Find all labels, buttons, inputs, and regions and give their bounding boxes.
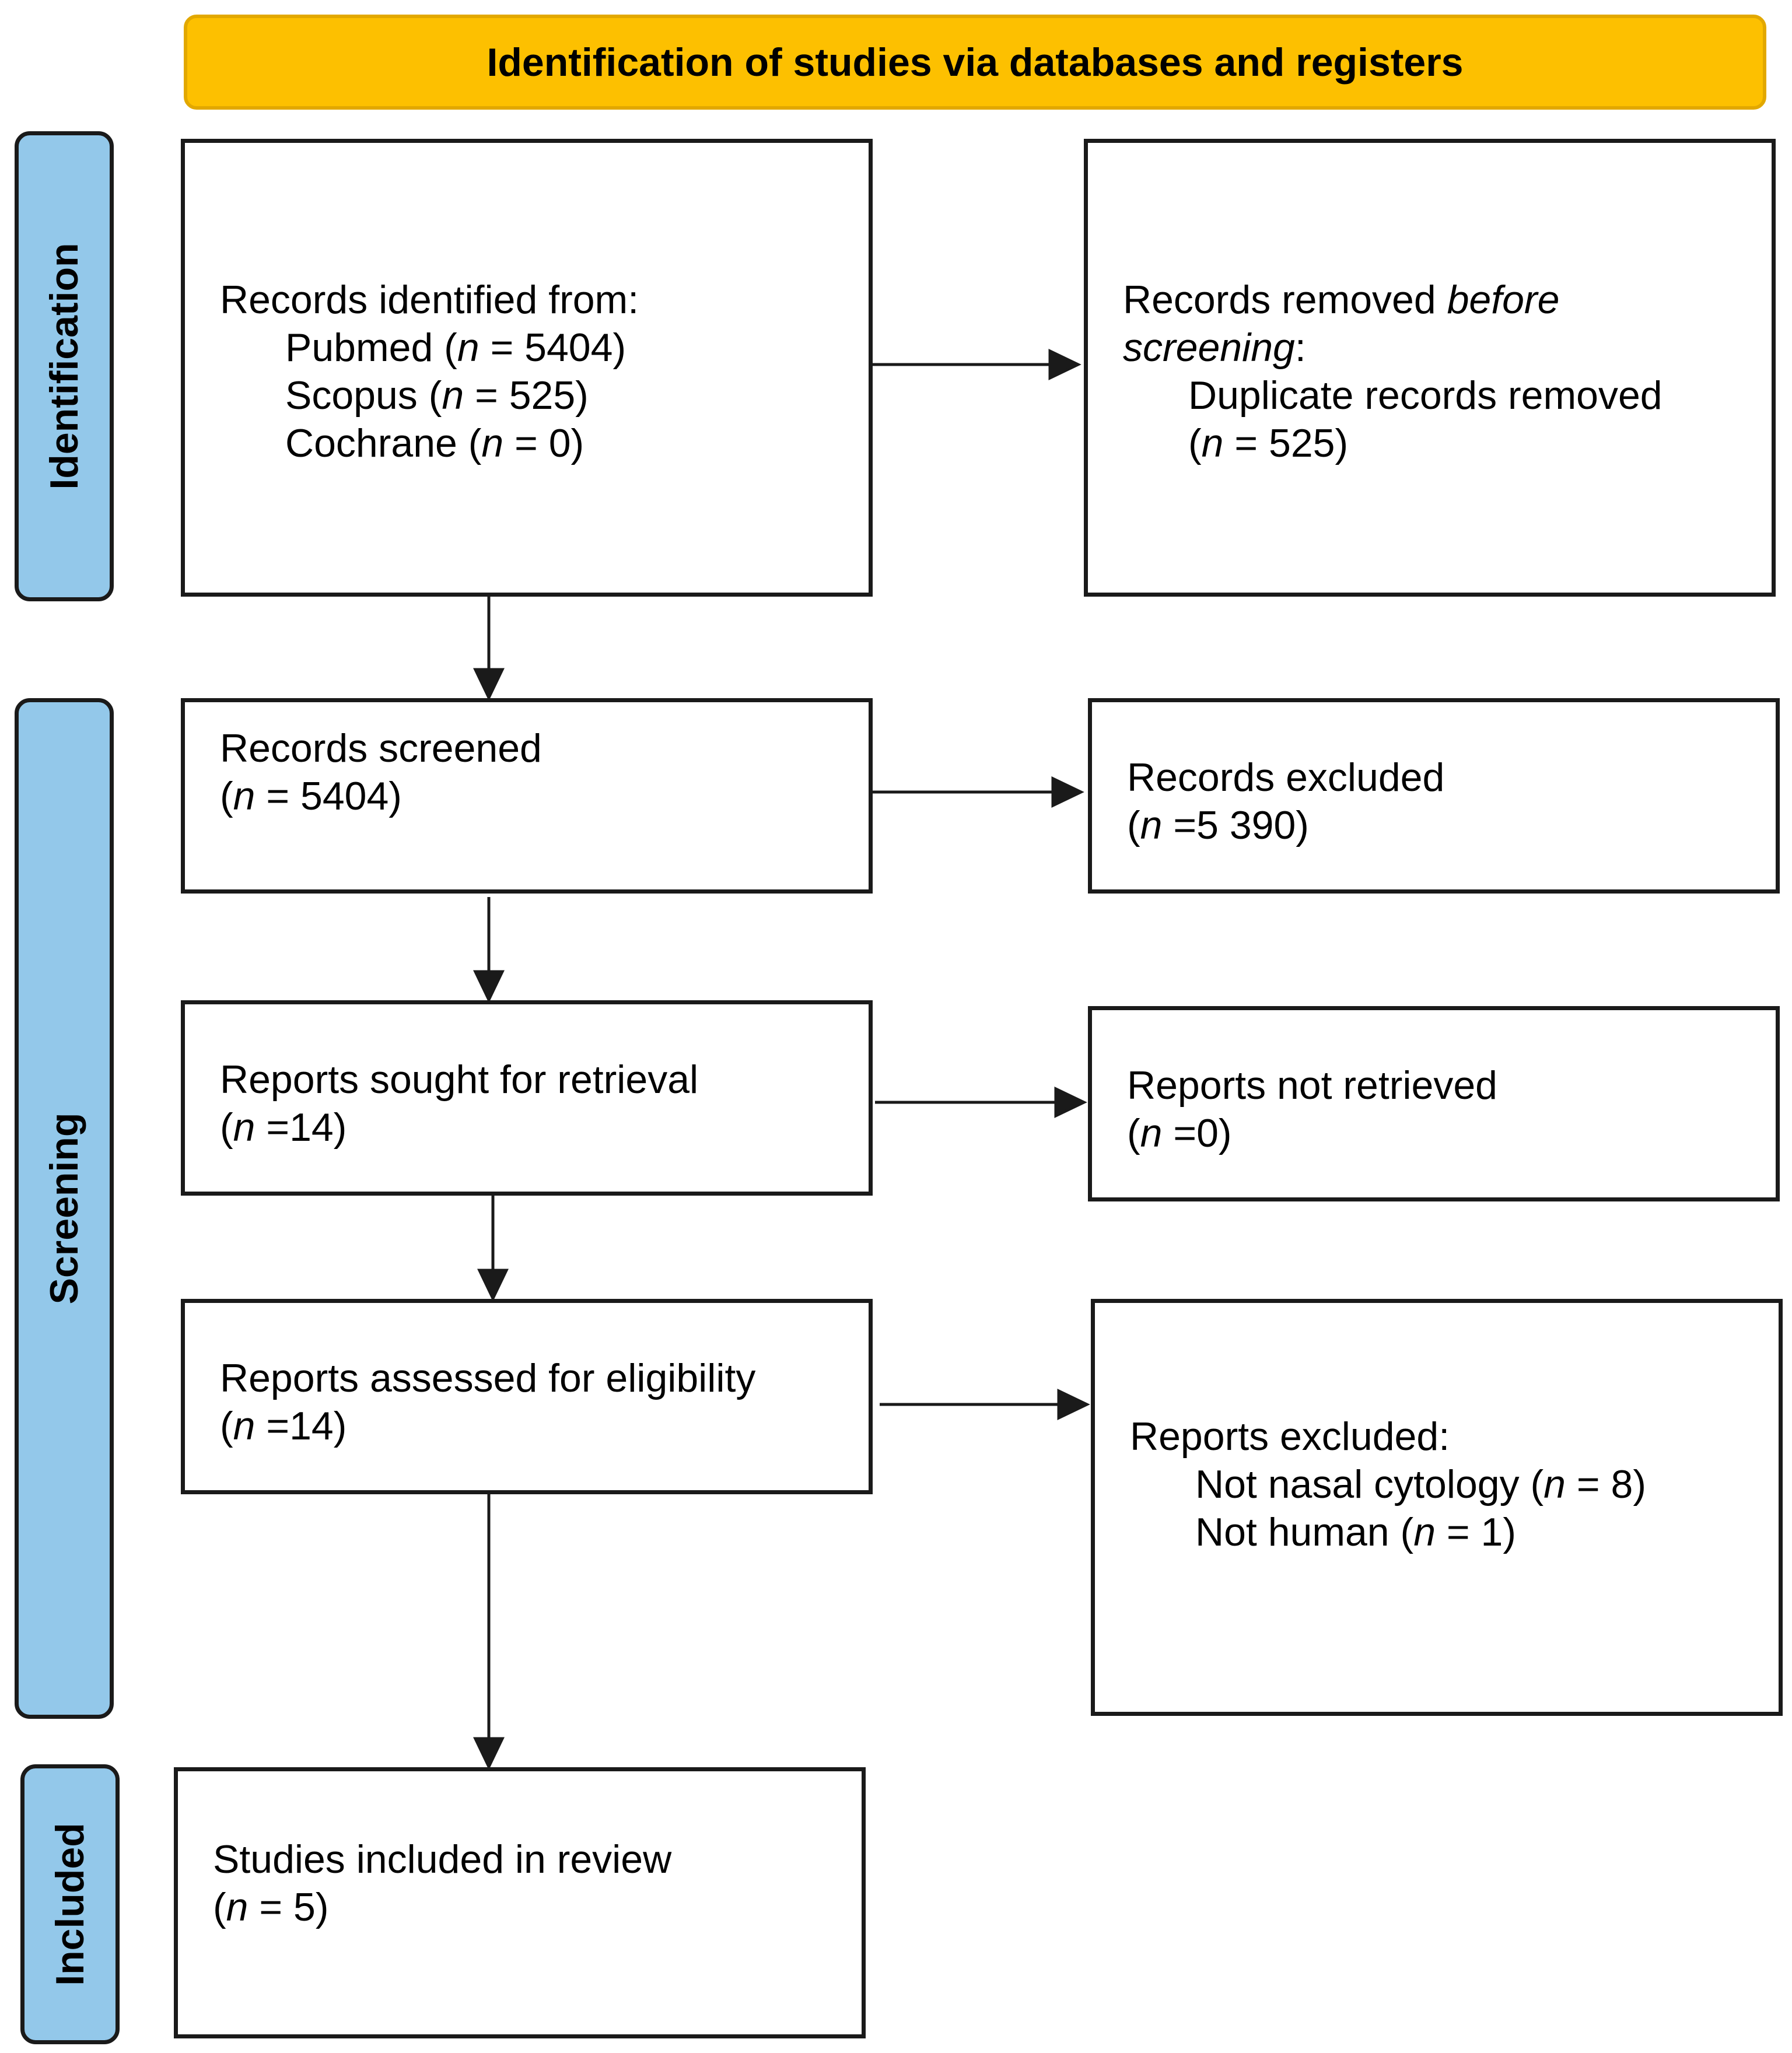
- records-screened-box: Records screened (n = 5404): [181, 698, 873, 894]
- source-scopus: Scopus (n = 525): [285, 373, 589, 418]
- reports-not-retrieved-box: Reports not retrieved (n =0): [1088, 1006, 1780, 1201]
- reports-excluded-heading: Reports excluded:: [1130, 1414, 1450, 1459]
- arrowhead-screened-to-sought: [473, 970, 505, 1003]
- reports-sought-box: Reports sought for retrieval (n =14): [181, 1000, 873, 1196]
- records-removed-line2: screening:: [1123, 325, 1306, 370]
- records-excluded-count: (n =5 390): [1127, 803, 1309, 847]
- records-removed-box: Records removed before screening: Duplic…: [1084, 139, 1776, 597]
- reports-sought-heading: Reports sought for retrieval: [220, 1057, 699, 1102]
- phase-screening: Screening: [15, 698, 114, 1719]
- records-identified-box: Records identified from: Pubmed (n = 540…: [181, 139, 873, 597]
- banner: Identification of studies via databases …: [184, 15, 1766, 110]
- records-screened-heading: Records screened: [220, 726, 542, 770]
- reports-assessed-heading: Reports assessed for eligibility: [220, 1356, 756, 1400]
- reports-assessed-box: Reports assessed for eligibility (n =14): [181, 1299, 873, 1494]
- phase-identification: Identification: [15, 131, 114, 601]
- arrowhead-sought-to-assessed: [477, 1269, 509, 1302]
- arrowhead-identified-to-removed: [1048, 349, 1082, 380]
- studies-included-box: Studies included in review (n = 5): [174, 1767, 866, 2038]
- phase-included: Included: [20, 1764, 120, 2044]
- arrowhead-assessed-to-excluded: [1057, 1389, 1090, 1420]
- records-excluded-box: Records excluded (n =5 390): [1088, 698, 1780, 894]
- reports-assessed-count: (n =14): [220, 1404, 347, 1448]
- banner-title: Identification of studies via databases …: [487, 40, 1464, 85]
- arrowhead-identified-to-screened: [473, 668, 505, 701]
- reason-not-nasal-cytology: Not nasal cytology (n = 8): [1195, 1462, 1646, 1507]
- arrowhead-screened-to-excluded: [1051, 776, 1084, 808]
- reports-sought-count: (n =14): [220, 1105, 347, 1150]
- reports-not-retrieved-heading: Reports not retrieved: [1127, 1063, 1497, 1108]
- source-pubmed: Pubmed (n = 5404): [285, 325, 626, 370]
- arrowhead-sought-to-not-retrieved: [1054, 1087, 1087, 1118]
- records-screened-count: (n = 5404): [220, 774, 402, 818]
- reason-not-human: Not human (n = 1): [1195, 1510, 1516, 1554]
- studies-included-heading: Studies included in review: [213, 1837, 672, 1882]
- duplicates-removed-count: (n = 525): [1188, 421, 1349, 465]
- studies-included-count: (n = 5): [213, 1885, 329, 1929]
- reports-excluded-box: Reports excluded: Not nasal cytology (n …: [1091, 1299, 1783, 1716]
- duplicates-removed: Duplicate records removed: [1188, 373, 1662, 418]
- records-excluded-heading: Records excluded: [1127, 755, 1445, 800]
- records-removed-line1: Records removed before: [1123, 278, 1560, 322]
- source-cochrane: Cochrane (n = 0): [285, 421, 584, 465]
- reports-not-retrieved-count: (n =0): [1127, 1111, 1232, 1155]
- records-identified-heading: Records identified from:: [220, 278, 639, 322]
- arrowhead-assessed-to-included: [473, 1737, 505, 1770]
